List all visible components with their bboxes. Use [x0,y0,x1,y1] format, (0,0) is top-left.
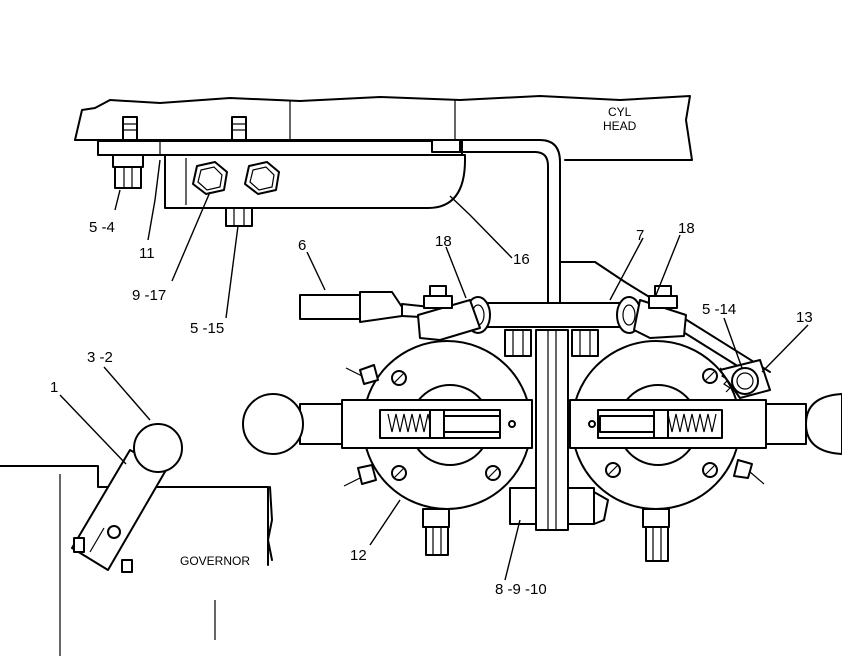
shaft-7 [471,302,635,328]
pin-13 [719,359,771,399]
callout-16: 16 [513,251,530,268]
cable-6 [299,291,441,323]
stud-right [231,116,247,141]
head-label: HEAD [603,119,637,133]
governor-label: GOVERNOR [180,554,250,568]
callout-11: 11 [139,245,155,262]
stud-left [122,116,138,141]
bracket-11 [97,140,463,156]
callout-13: 13 [796,309,813,326]
callouts: 5 -4 11 9 -17 5 -15 16 6 18 7 18 5 -14 1… [50,219,813,598]
callout-18-right: 18 [678,220,695,237]
ball-left [242,393,343,455]
callout-5-4: 5 -4 [89,219,115,236]
clamp-left [417,285,481,341]
governor-lever-1 [71,423,183,573]
nut-5-15 [225,207,253,227]
clamp-right [633,285,687,339]
callout-18-left: 18 [435,233,452,250]
leader-lines [59,159,809,581]
callout-5-14: 5 -14 [702,301,736,318]
callout-6: 6 [298,237,306,254]
callout-12: 12 [350,547,367,564]
bolt-9-17-right [244,161,280,195]
arm-left [341,399,533,449]
arm-right [569,399,767,449]
nut-5-4 [112,154,144,189]
callout-1: 1 [50,379,58,396]
callout-3-2: 3 -2 [87,349,113,366]
nut-mid-left [504,329,532,357]
callout-8-9-10: 8 -9 -10 [495,581,547,598]
callout-5-15: 5 -15 [190,320,224,337]
cyl-label: CYL [608,105,632,119]
center-plates [509,329,609,531]
nut-mid-right [571,329,599,357]
ball-right [765,393,842,455]
bracket-16 [164,154,466,209]
bolt-9-17-left [192,161,228,195]
callout-9-17: 9 -17 [132,287,166,304]
l-rod [431,139,561,321]
callout-7: 7 [636,227,644,244]
